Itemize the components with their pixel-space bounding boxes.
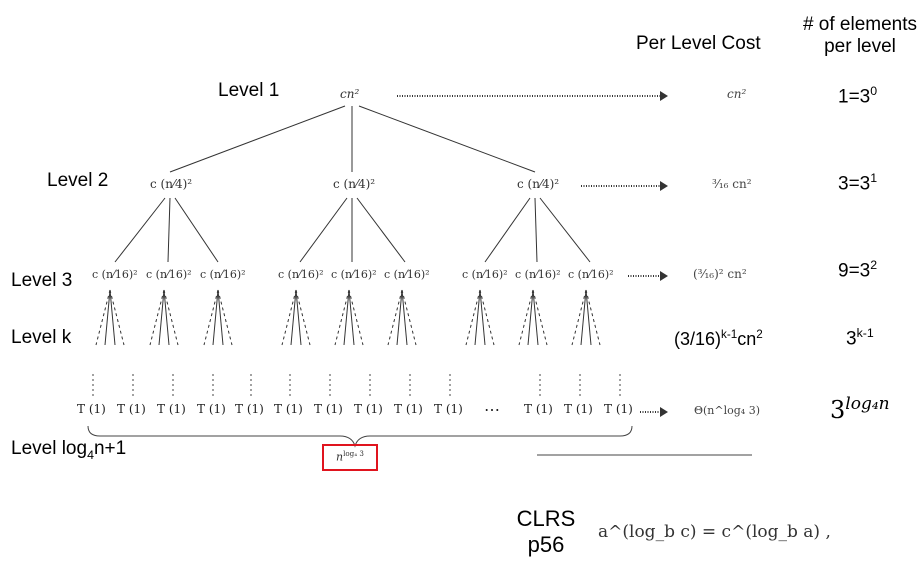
leaf-node: T (1) <box>434 402 463 416</box>
cost-level-k: (3/16)k-1cn2 <box>674 328 763 350</box>
level-last-sub: 4 <box>87 447 94 462</box>
leaf-node: T (1) <box>314 402 343 416</box>
leaf-ellipsis: ⋯ <box>484 400 500 419</box>
level2-node: c (n⁄4)² <box>517 177 560 191</box>
root-node: cn² <box>340 87 360 101</box>
level3-node: c (n⁄16)² <box>146 268 192 281</box>
count-level-k: 3k-1 <box>846 326 874 350</box>
level-2-label: Level 2 <box>47 170 109 191</box>
count-k-sup: k-1 <box>856 326 874 340</box>
cost-level-2: ³⁄₁₆ cn² <box>712 177 752 191</box>
cost-level-1: cn² <box>727 87 747 101</box>
level3-node: c (n⁄16)² <box>278 268 324 281</box>
cost-k-sup: k-1 <box>721 328 738 341</box>
cost-k-tail: cn <box>737 329 757 349</box>
cost-k-base: (3/16) <box>674 329 722 349</box>
level3-node: c (n⁄16)² <box>462 268 508 281</box>
leaf-node: T (1) <box>354 402 383 416</box>
level-last-tail: n+1 <box>93 438 127 459</box>
cost-k-sup2: 2 <box>756 328 763 341</box>
leaf-total-sup: log₄ 3 <box>343 449 364 458</box>
level-1-label: Level 1 <box>218 80 280 101</box>
count-level-3: 9=32 <box>838 258 877 282</box>
log-identity: a^(log_b c) = c^(log_b a) , <box>598 522 831 542</box>
leaf-node: T (1) <box>197 402 226 416</box>
count-level-2: 3=31 <box>838 171 877 195</box>
level-k-label: Level k <box>11 327 72 348</box>
count-last-base: 3 <box>830 396 846 424</box>
level3-node: c (n⁄16)² <box>331 268 377 281</box>
per-level-cost-header: Per Level Cost <box>636 33 761 54</box>
count-k-base: 3 <box>846 328 857 350</box>
leaf-node: T (1) <box>77 402 106 416</box>
level-3-label: Level 3 <box>11 270 73 291</box>
elements-header: # of elements per level <box>797 14 923 58</box>
count-level-1: 1=30 <box>838 84 877 108</box>
count-level-last: 3log₄n <box>830 394 890 424</box>
leaf-total-base: n <box>336 450 344 464</box>
level-last-base: Level log <box>11 438 88 459</box>
reference-label: CLRS p56 <box>514 506 578 558</box>
level3-node: c (n⁄16)² <box>92 268 138 281</box>
leaf-node: T (1) <box>274 402 303 416</box>
reference-line2: p56 <box>527 532 565 557</box>
count-3-base: 9=3 <box>838 260 871 282</box>
leaf-node: T (1) <box>235 402 264 416</box>
leaf-node: T (1) <box>564 402 593 416</box>
count-last-sup: log₄n <box>845 394 890 414</box>
count-3-sup: 2 <box>870 258 878 272</box>
level-last-label: Level log4n+1 <box>11 438 126 462</box>
elements-header-line1: # of elements <box>802 14 918 35</box>
elements-header-line2: per level <box>824 36 896 57</box>
count-1-base: 1=3 <box>838 86 871 108</box>
count-2-base: 3=3 <box>838 173 871 195</box>
level3-node: c (n⁄16)² <box>515 268 561 281</box>
level3-node: c (n⁄16)² <box>200 268 246 281</box>
leaf-node: T (1) <box>394 402 423 416</box>
count-2-sup: 1 <box>870 171 878 185</box>
level3-node: c (n⁄16)² <box>568 268 614 281</box>
leaf-node: T (1) <box>524 402 553 416</box>
reference-line1: CLRS <box>516 506 576 531</box>
cost-leaf-level: Θ(n^log₄ 3) <box>694 404 760 417</box>
leaf-node: T (1) <box>604 402 633 416</box>
level2-node: c (n⁄4)² <box>150 177 193 191</box>
level3-node: c (n⁄16)² <box>384 268 430 281</box>
leaf-total-box: nlog₄ 3 <box>322 444 378 471</box>
leaf-node: T (1) <box>157 402 186 416</box>
level2-node: c (n⁄4)² <box>333 177 376 191</box>
count-1-sup: 0 <box>870 84 878 98</box>
leaf-node: T (1) <box>117 402 146 416</box>
cost-level-3: (³⁄₁₆)² cn² <box>693 267 747 281</box>
